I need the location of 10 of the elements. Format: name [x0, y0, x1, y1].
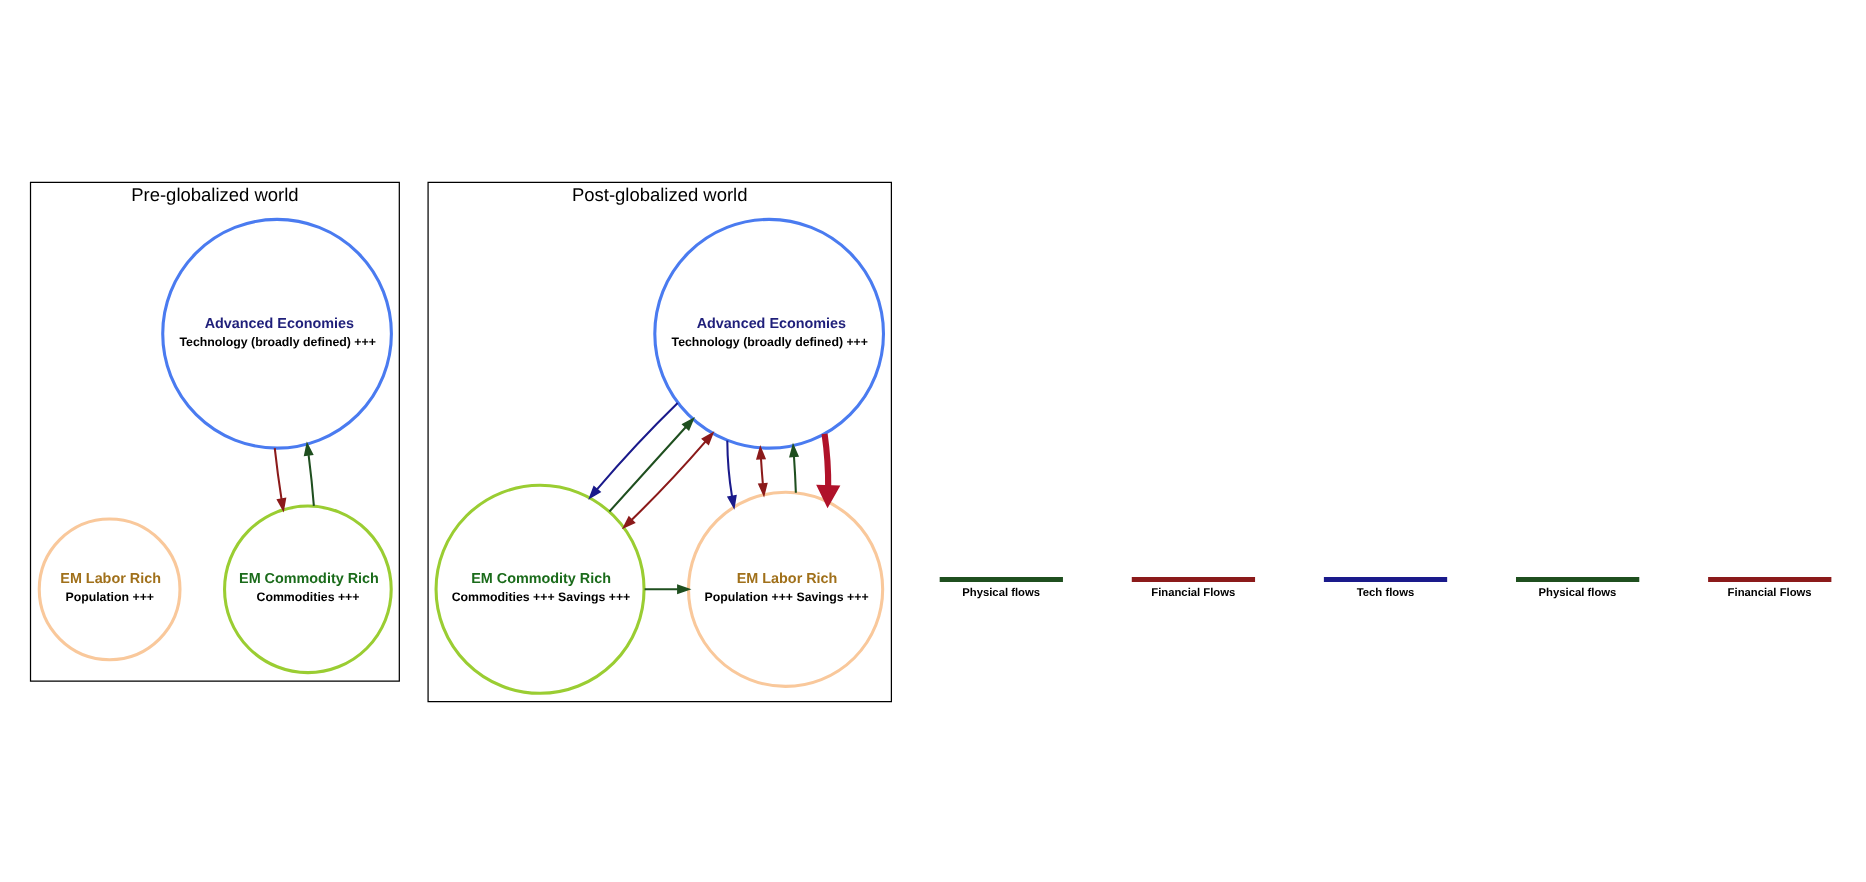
arrow — [273, 447, 287, 512]
arrow — [789, 441, 800, 492]
arrow — [608, 415, 695, 512]
arrow — [756, 444, 768, 497]
arrow — [816, 432, 841, 508]
arrow — [726, 439, 737, 509]
arrow — [644, 583, 692, 594]
arrow — [621, 430, 715, 529]
arrow — [303, 440, 315, 505]
arrow — [588, 401, 679, 499]
